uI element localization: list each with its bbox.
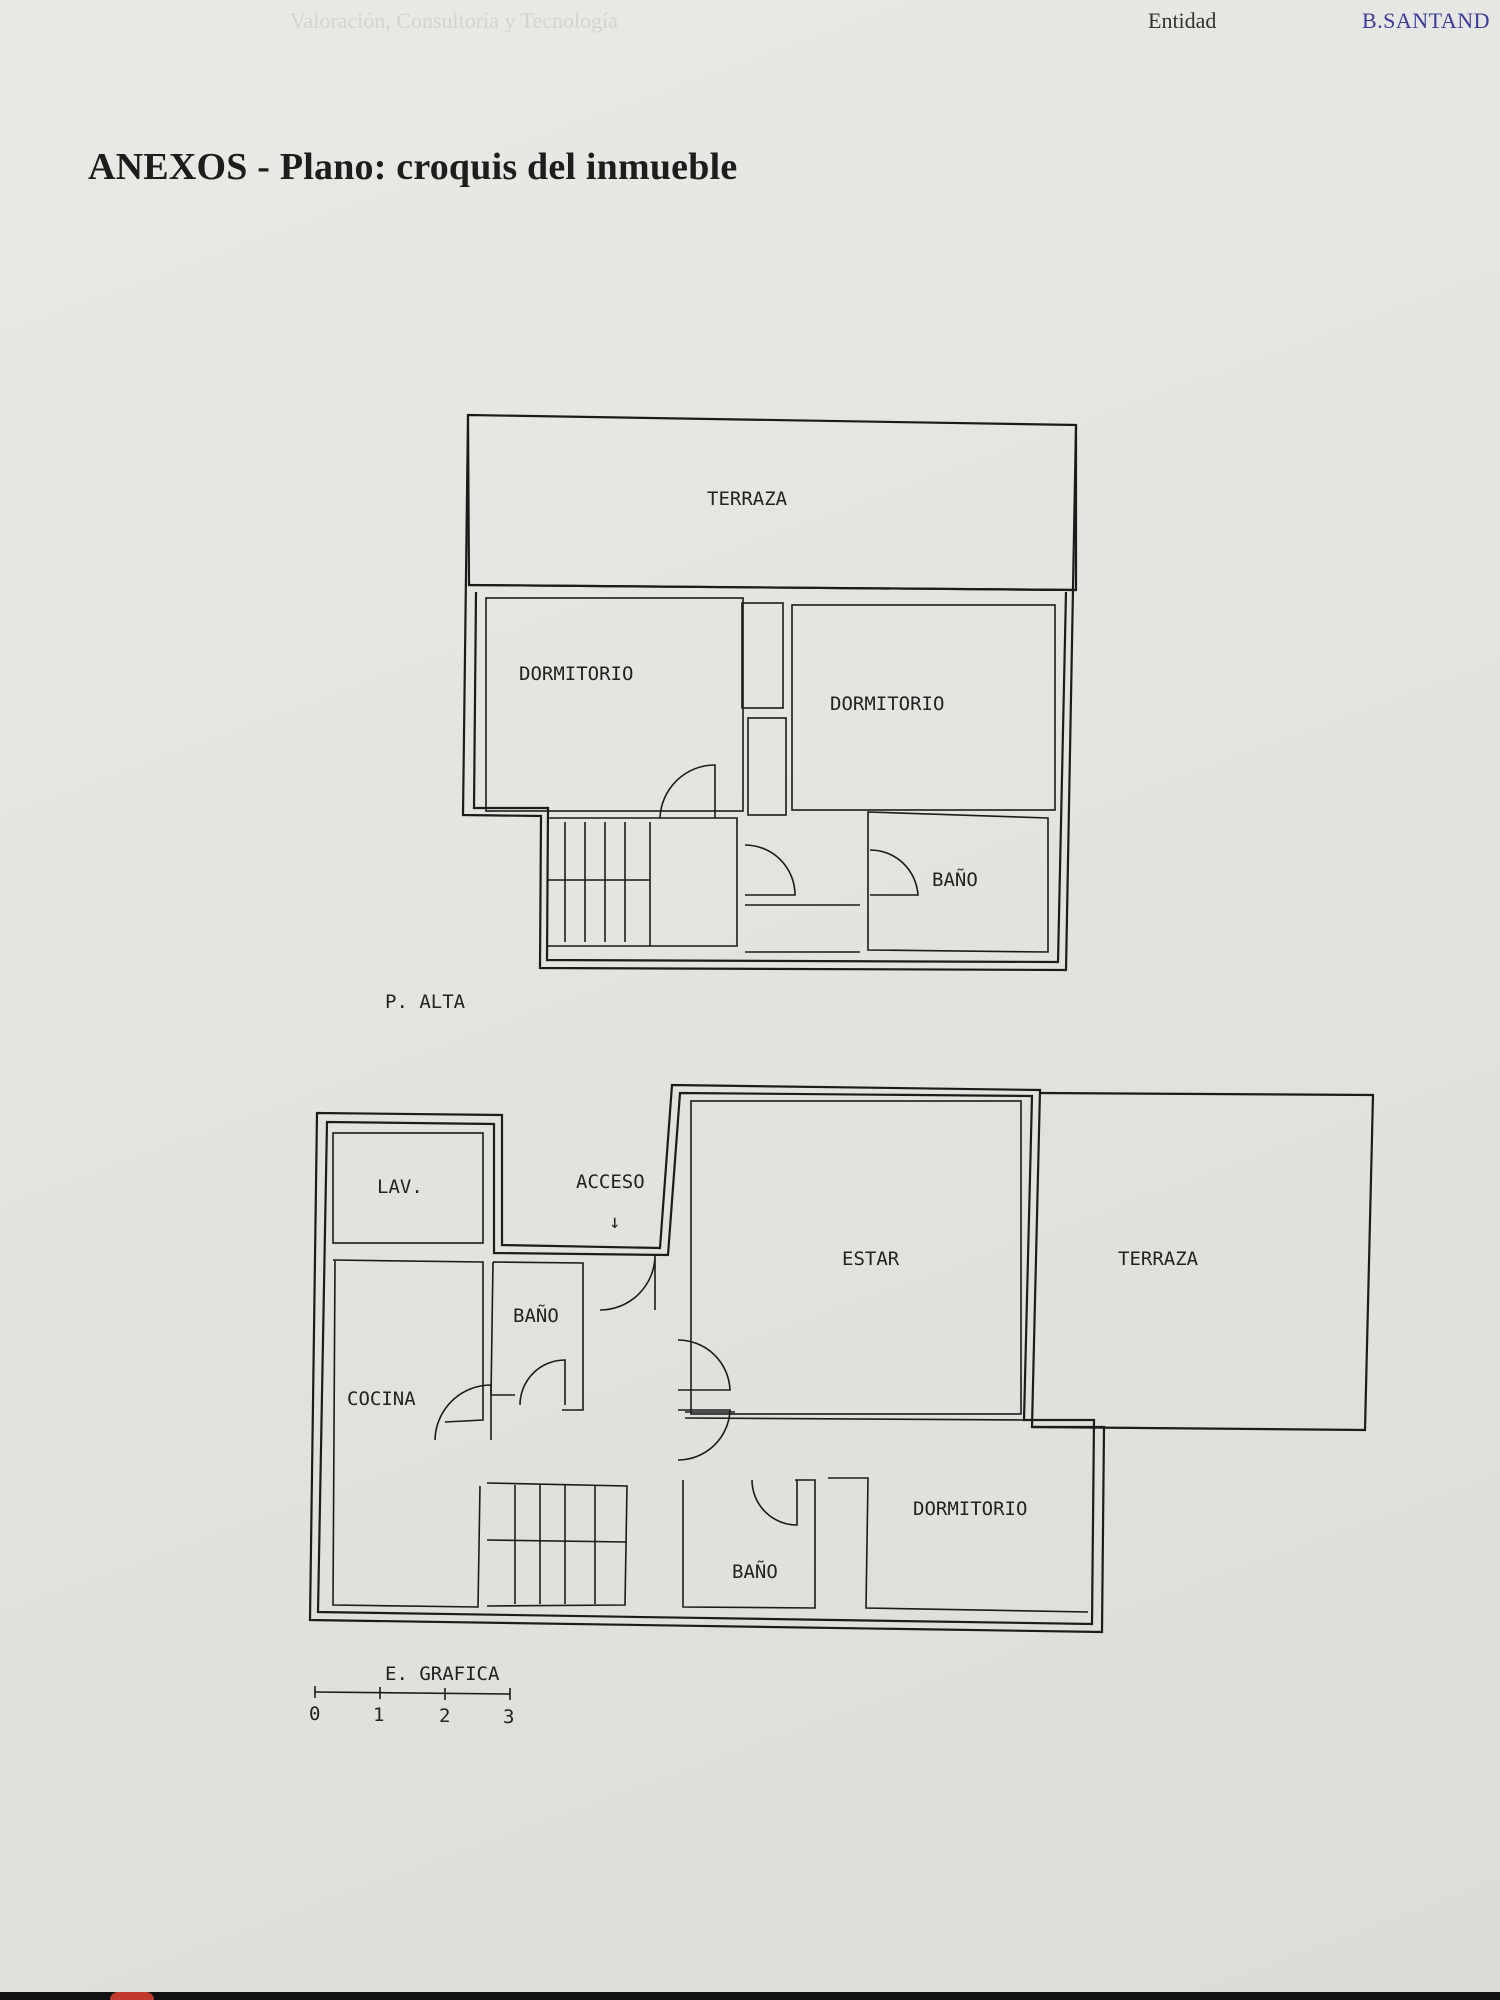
upper-bedroom-right-outline: [791, 604, 1056, 811]
kitchen-label: COCINA: [347, 1388, 416, 1410]
ground-bath-top-label: BAÑO: [513, 1304, 559, 1327]
scale-tick-2: 2: [439, 1705, 450, 1727]
living-label: ESTAR: [842, 1248, 900, 1270]
ground-floor-plan: LAV. ACCESO ↓ ESTAR TERRAZA BAÑO COCINA …: [308, 1083, 1375, 1634]
scale-label: E. GRAFICA: [385, 1663, 500, 1685]
scale-tick-3: 3: [503, 1706, 514, 1728]
living-outline: [690, 1100, 1022, 1415]
upper-bedroom-left-outline: [485, 597, 744, 812]
upper-floor-plan: TERRAZA DORMITORIO DORMITORIO BAÑO: [461, 413, 1078, 972]
access-label: ACCESO: [576, 1171, 645, 1193]
ground-terrace-label: TERRAZA: [1118, 1248, 1199, 1270]
upper-bedroom-left-label: DORMITORIO: [519, 663, 633, 685]
scale-tick-1: 1: [373, 1704, 384, 1726]
upper-bedroom-right-label: DORMITORIO: [830, 693, 944, 715]
scale-bar: E. GRAFICA 0 1 2 3: [309, 1663, 514, 1728]
laundry-label: LAV.: [377, 1176, 423, 1198]
ground-bath-bottom-label: BAÑO: [732, 1560, 778, 1583]
upper-floor-label: P. ALTA: [385, 991, 466, 1013]
record-indicator-icon: [110, 1992, 154, 2000]
access-arrow-icon: ↓: [609, 1211, 620, 1233]
upper-bath-label: BAÑO: [932, 868, 978, 891]
ground-bedroom-label: DORMITORIO: [913, 1498, 1027, 1520]
scale-tick-0: 0: [309, 1703, 320, 1725]
laundry-outline: [332, 1132, 484, 1244]
company-name: Valoración, Consultoría y Tecnología: [290, 8, 618, 33]
upper-terrace-label: TERRAZA: [707, 488, 788, 510]
screen-bottom-bar: [0, 1992, 1500, 2000]
entity-bank: B.SANTAND: [1362, 8, 1491, 33]
entity-label: Entidad: [1148, 8, 1217, 33]
page-title: ANEXOS - Plano: croquis del inmueble: [88, 146, 738, 188]
